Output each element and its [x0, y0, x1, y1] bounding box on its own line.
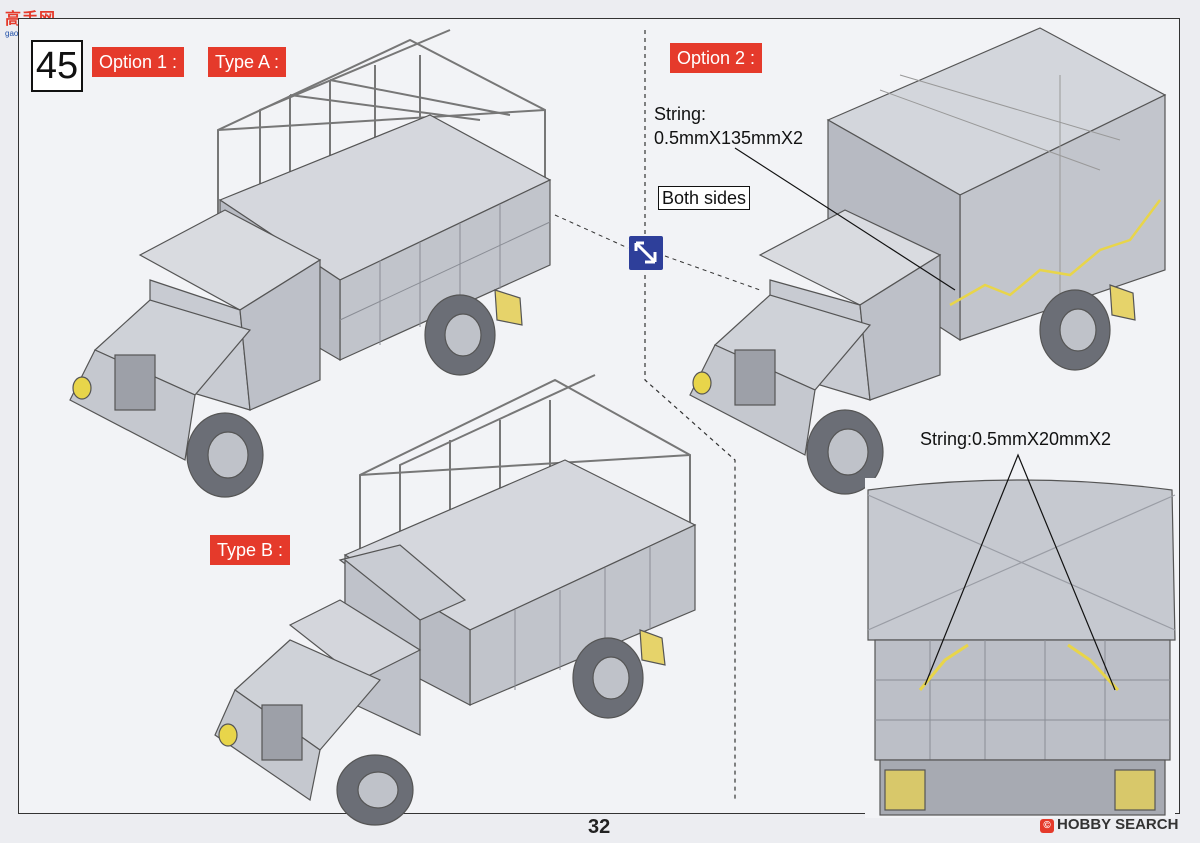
- connector-dash-left: [554, 214, 629, 249]
- string-note-line-2: 0.5mmX135mmX2: [654, 128, 804, 148]
- rear-view-detail: [865, 478, 1176, 818]
- watermark-text: HOBBY SEARCH: [1057, 816, 1179, 833]
- option-2-label: Option 2 :: [670, 43, 763, 73]
- connector-dash-right: [664, 255, 761, 291]
- string-note-line-1: String:: [654, 104, 707, 124]
- string-note-2: String:0.5mmX20mmX2: [920, 429, 1112, 449]
- truck-illustration-type-a: [69, 29, 552, 498]
- tie-down-string: [949, 199, 1161, 307]
- truck-illustration-type-b: [214, 374, 697, 826]
- divider-line-lower: [644, 275, 736, 800]
- type-a-label: Type A :: [208, 47, 287, 77]
- leader-lines-string-2: [924, 453, 1116, 691]
- both-sides-note: Both sides: [658, 186, 751, 210]
- option-1-label: Option 1 :: [92, 47, 185, 77]
- rear-string-left: [918, 643, 969, 691]
- leader-line-string-1: [734, 147, 956, 291]
- transfer-arrow-icon: [629, 236, 663, 270]
- watermark: ©HOBBY SEARCH: [1040, 816, 1178, 833]
- page-number: 32: [588, 816, 611, 838]
- step-number: 45: [31, 40, 83, 92]
- watermark-mark-icon: ©: [1040, 819, 1054, 833]
- type-b-label: Type B :: [210, 535, 291, 565]
- truck-illustration-option-2: [689, 27, 1167, 495]
- rear-string-right: [1067, 643, 1120, 692]
